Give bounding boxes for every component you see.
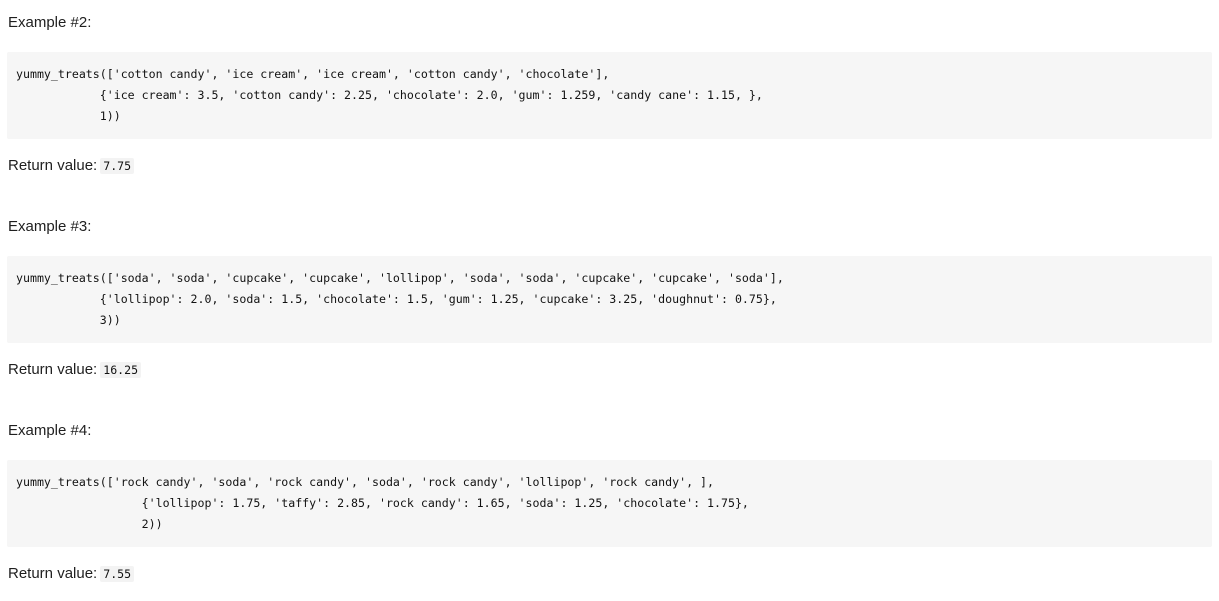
example-block-2: Example #2: yummy_treats(['cotton candy'… bbox=[7, 0, 1212, 175]
return-value-label: Return value: bbox=[8, 361, 98, 378]
example-block-3: Example #3: yummy_treats(['soda', 'soda'… bbox=[7, 218, 1212, 379]
code-text: yummy_treats(['rock candy', 'soda', 'roc… bbox=[16, 475, 749, 531]
code-block: yummy_treats(['cotton candy', 'ice cream… bbox=[7, 52, 1212, 139]
code-block: yummy_treats(['rock candy', 'soda', 'roc… bbox=[7, 460, 1212, 547]
example-heading: Example #3: bbox=[8, 218, 92, 235]
return-value: 7.55 bbox=[100, 566, 135, 582]
return-value-label: Return value: bbox=[8, 157, 98, 174]
return-value-line: Return value:16.25 bbox=[7, 361, 1212, 379]
code-text: yummy_treats(['cotton candy', 'ice cream… bbox=[16, 67, 763, 123]
return-value: 16.25 bbox=[100, 362, 142, 378]
return-value-label: Return value: bbox=[8, 565, 98, 582]
return-value-line: Return value:7.75 bbox=[7, 157, 1212, 175]
return-value: 7.75 bbox=[100, 158, 135, 174]
example-heading: Example #2: bbox=[8, 14, 92, 31]
code-block: yummy_treats(['soda', 'soda', 'cupcake',… bbox=[7, 256, 1212, 343]
example-block-4: Example #4: yummy_treats(['rock candy', … bbox=[7, 422, 1212, 583]
example-heading: Example #4: bbox=[8, 422, 92, 439]
return-value-line: Return value:7.55 bbox=[7, 565, 1212, 583]
code-text: yummy_treats(['soda', 'soda', 'cupcake',… bbox=[16, 271, 784, 327]
